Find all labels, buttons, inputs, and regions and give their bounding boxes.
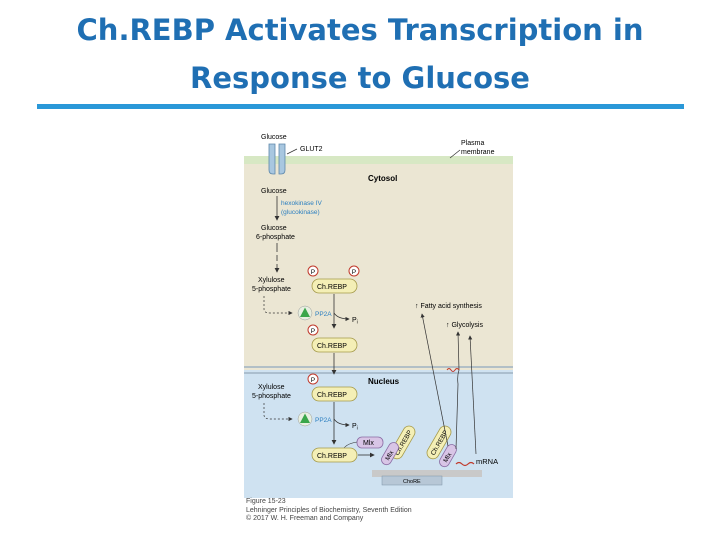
nucleus-label: Nucleus xyxy=(368,377,400,386)
membrane-label: membrane xyxy=(461,149,495,156)
svg-text:P: P xyxy=(311,269,315,276)
phosphate-badge: P xyxy=(348,265,360,277)
mrna-strand xyxy=(455,461,475,467)
glut2-label: GLUT2 xyxy=(300,146,323,153)
plasma-label: Plasma xyxy=(461,140,484,147)
chrebp-protein-3 xyxy=(311,386,358,402)
chrebp-protein-1 xyxy=(311,278,358,294)
arrow-mrna-to-glycolysis xyxy=(468,335,477,455)
svg-text:P: P xyxy=(352,269,356,276)
chrebp-protein-4 xyxy=(311,447,358,463)
pp2a-enzyme-icon xyxy=(297,411,313,427)
glucokinase-label: (glucokinase) xyxy=(281,209,320,216)
chrebp-label-3: Ch.REBP xyxy=(317,392,347,399)
phosphate-badge: P xyxy=(307,265,319,277)
arrow-to-fatty-acid xyxy=(420,313,449,447)
mrna-label: mRNA xyxy=(476,457,498,466)
caption-book-title: Lehninger Principles of Biochemistry, Se… xyxy=(246,506,412,514)
slide-title-line-1: Ch.REBP Activates Transcription in xyxy=(76,13,644,47)
glucose-extracellular-label: Glucose xyxy=(261,134,287,141)
svg-text:P: P xyxy=(311,328,315,335)
mlx-protein-free xyxy=(356,436,384,449)
mlx-bound-1: Mlx xyxy=(381,442,399,466)
svg-text:Mlx: Mlx xyxy=(384,449,395,462)
glucose-cytosol-label: Glucose xyxy=(261,188,287,195)
mlx-bound-2: Mlx xyxy=(439,444,457,468)
chrebp-label-1: Ch.REBP xyxy=(317,284,347,291)
pp2a-enzyme-icon xyxy=(297,305,313,321)
g6p-label-line1: Glucose xyxy=(261,225,287,232)
pp2a-label-1: PP2A xyxy=(315,311,332,318)
glut2-transporter-icon xyxy=(268,143,286,175)
chore-element xyxy=(381,475,443,486)
dna-strand xyxy=(372,470,482,477)
cytosol-label: Cytosol xyxy=(368,174,397,183)
pathway-diagram: Glucose GLUT2 Plasma membrane Cytosol Gl… xyxy=(244,134,513,498)
plasma-membrane xyxy=(244,156,513,164)
svg-text:P: P xyxy=(311,377,315,384)
title-underline xyxy=(37,104,684,109)
fatty-acid-synthesis-label: ↑ Fatty acid synthesis xyxy=(415,303,482,310)
nuclear-envelope xyxy=(244,366,513,374)
g6p-label-line2: 6-phosphate xyxy=(256,234,295,241)
phosphate-badge: P xyxy=(307,324,319,336)
pi-label-1: Pi xyxy=(352,317,358,326)
xylulose2-label-line1: Xylulose xyxy=(258,384,285,391)
chrebp-label-2: Ch.REBP xyxy=(317,343,347,350)
caption-copyright: © 2017 W. H. Freeman and Company xyxy=(246,515,364,522)
chrebp-pathway-figure: Glucose GLUT2 Plasma membrane Cytosol Gl… xyxy=(244,126,513,498)
phosphate-badge: P xyxy=(307,373,319,385)
xylulose2-label-line2: 5-phosphate xyxy=(252,393,291,400)
caption-figure-number: Figure 15-23 xyxy=(246,498,286,505)
slide-title-line-2: Response to Glucose xyxy=(190,61,530,95)
xylulose1-label-line1: Xylulose xyxy=(258,277,285,284)
slide-title: Ch.REBP Activates Transcription in Respo… xyxy=(0,6,720,102)
mlx-label-free: Mlx xyxy=(363,440,374,447)
glycolysis-label: ↑ Glycolysis xyxy=(446,322,483,329)
chore-label: ChoRE xyxy=(403,479,421,485)
svg-text:Mlx: Mlx xyxy=(442,451,453,464)
chrebp-label-4: Ch.REBP xyxy=(317,453,347,460)
chrebp-protein-2 xyxy=(311,337,358,353)
xylulose1-label-line2: 5-phosphate xyxy=(252,286,291,293)
figure-caption: Figure 15-23 Lehninger Principles of Bio… xyxy=(246,498,412,524)
pi-label-2: Pi xyxy=(352,423,358,432)
hexokinase-label: hexokinase IV xyxy=(281,200,322,207)
pp2a-label-2: PP2A xyxy=(315,417,332,424)
arrow-to-glycolysis xyxy=(455,331,461,450)
